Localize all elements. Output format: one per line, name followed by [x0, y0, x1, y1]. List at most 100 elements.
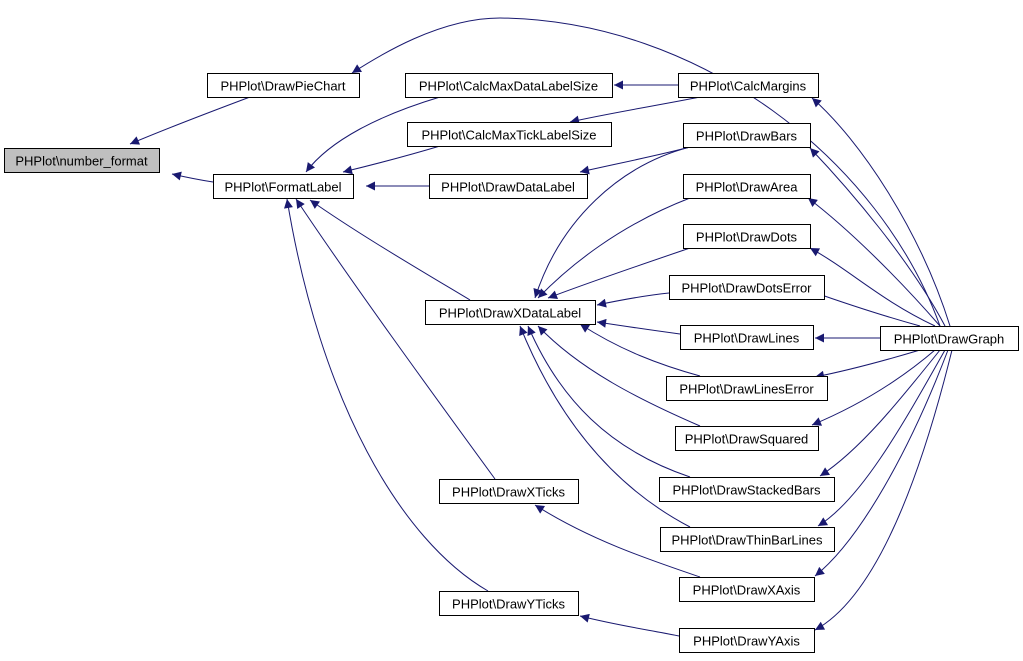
node-DrawSquared[interactable]: PHPlot\DrawSquared: [675, 426, 819, 451]
edge-DrawXDataLabel-to-FormatLabel: [309, 199, 471, 301]
node-label: PHPlot\FormatLabel: [224, 180, 341, 195]
node-box[interactable]: [213, 174, 354, 199]
node-box[interactable]: [679, 628, 815, 653]
node-DrawXDataLabel[interactable]: PHPlot\DrawXDataLabel: [425, 300, 596, 325]
edge-DrawBars-to-DrawXDataLabel: [533, 146, 691, 299]
node-DrawBars[interactable]: PHPlot\DrawBars: [683, 123, 811, 148]
edge-DrawGraph-to-DrawPieChart: [351, 17, 941, 327]
edge-DrawDotsError-to-DrawXDataLabel: [596, 292, 670, 308]
node-label: PHPlot\DrawDots: [696, 230, 798, 245]
node-box[interactable]: [207, 73, 360, 98]
edges: [129, 17, 953, 637]
node-box[interactable]: [880, 326, 1019, 351]
node-label: PHPlot\DrawGraph: [894, 332, 1005, 347]
edge-FormatLabel-to-number_format: [171, 171, 214, 183]
edge-DrawLines-to-DrawXDataLabel: [596, 318, 681, 335]
node-label: PHPlot\DrawXAxis: [693, 583, 801, 598]
edge-DrawDots-to-DrawXDataLabel: [547, 247, 691, 300]
node-DrawArea[interactable]: PHPlot\DrawArea: [683, 174, 811, 199]
node-DrawXAxis[interactable]: PHPlot\DrawXAxis: [679, 577, 815, 602]
edge-DrawArea-to-DrawXDataLabel: [537, 197, 691, 299]
nodes: PHPlot\number_formatPHPlot\DrawPieChartP…: [4, 73, 1019, 653]
node-DrawGraph[interactable]: PHPlot\DrawGraph: [880, 326, 1019, 351]
edge-DrawXAxis-to-DrawXTicks: [534, 504, 701, 578]
edge-DrawGraph-to-CalcMargins: [811, 97, 951, 327]
node-DrawThinBarLines[interactable]: PHPlot\DrawThinBarLines: [660, 527, 835, 552]
node-CalcMaxTickLabelSize[interactable]: PHPlot\CalcMaxTickLabelSize: [407, 122, 612, 147]
node-box[interactable]: [429, 174, 588, 199]
edge-DrawXTicks-to-FormatLabel: [295, 198, 496, 480]
node-label: PHPlot\DrawDotsError: [681, 281, 812, 296]
edge-DrawGraph-to-DrawYAxis: [814, 349, 953, 631]
node-DrawLinesError[interactable]: PHPlot\DrawLinesError: [666, 376, 828, 401]
edge-DrawLinesError-to-DrawXDataLabel: [579, 323, 701, 377]
node-DrawDotsError[interactable]: PHPlot\DrawDotsError: [669, 275, 825, 300]
node-box[interactable]: [425, 300, 596, 325]
node-box[interactable]: [439, 479, 579, 504]
node-CalcMargins[interactable]: PHPlot\CalcMargins: [678, 73, 819, 98]
node-box[interactable]: [660, 527, 835, 552]
node-box[interactable]: [659, 477, 835, 502]
edge-DrawGraph-to-DrawStackedBars: [819, 349, 941, 477]
node-DrawYAxis[interactable]: PHPlot\DrawYAxis: [679, 628, 815, 653]
edge-DrawYAxis-to-DrawYTicks: [579, 613, 680, 637]
edge-DrawYTicks-to-FormatLabel: [284, 198, 489, 592]
node-box[interactable]: [678, 73, 819, 98]
node-DrawDataLabel[interactable]: PHPlot\DrawDataLabel: [429, 174, 588, 199]
node-DrawStackedBars[interactable]: PHPlot\DrawStackedBars: [659, 477, 835, 502]
edge-CalcMaxDataLabelSize-to-FormatLabel: [305, 96, 441, 173]
node-label: PHPlot\CalcMaxTickLabelSize: [421, 128, 596, 143]
node-label: PHPlot\DrawXDataLabel: [439, 306, 581, 321]
node-box[interactable]: [405, 73, 613, 98]
node-DrawXTicks[interactable]: PHPlot\DrawXTicks: [439, 479, 579, 504]
edge-DrawPieChart-to-number_format: [129, 96, 251, 145]
node-DrawLines[interactable]: PHPlot\DrawLines: [680, 325, 814, 350]
node-FormatLabel[interactable]: PHPlot\FormatLabel: [213, 174, 354, 199]
node-box[interactable]: [407, 122, 612, 147]
node-box[interactable]: [675, 426, 819, 451]
node-label: PHPlot\DrawSquared: [685, 432, 809, 447]
edge-DrawGraph-to-DrawLinesError: [814, 349, 921, 380]
node-label: PHPlot\DrawPieChart: [221, 79, 346, 94]
node-label: PHPlot\CalcMaxDataLabelSize: [419, 79, 598, 94]
node-box[interactable]: [683, 224, 811, 249]
edge-DrawSquared-to-DrawXDataLabel: [537, 325, 701, 427]
node-CalcMaxDataLabelSize[interactable]: PHPlot\CalcMaxDataLabelSize: [405, 73, 613, 98]
node-label: PHPlot\DrawDataLabel: [441, 180, 575, 195]
node-label: PHPlot\DrawLines: [694, 331, 800, 346]
node-box[interactable]: [683, 174, 811, 199]
node-label: PHPlot\DrawArea: [696, 180, 799, 195]
edge-DrawGraph-to-DrawSquared: [811, 349, 936, 426]
edge-DrawGraph-to-DrawBars: [809, 147, 946, 327]
node-label: PHPlot\DrawXTicks: [452, 485, 565, 500]
edge-CalcMargins-to-CalcMaxTickLabelSize: [569, 96, 701, 125]
node-box[interactable]: [4, 148, 160, 173]
node-DrawDots[interactable]: PHPlot\DrawDots: [683, 224, 811, 249]
node-label: PHPlot\DrawLinesError: [679, 382, 814, 397]
edge-DrawGraph-to-DrawThinBarLines: [817, 349, 946, 527]
node-DrawPieChart[interactable]: PHPlot\DrawPieChart: [207, 73, 360, 98]
node-DrawYTicks[interactable]: PHPlot\DrawYTicks: [439, 591, 579, 616]
node-number_format[interactable]: PHPlot\number_format: [4, 148, 160, 173]
node-label: PHPlot\DrawBars: [696, 129, 798, 144]
edge-DrawThinBarLines-to-DrawXDataLabel: [519, 325, 691, 528]
edge-DrawGraph-to-DrawXAxis: [814, 349, 949, 577]
node-label: PHPlot\number_format: [15, 154, 148, 169]
node-box[interactable]: [680, 325, 814, 350]
node-box[interactable]: [666, 376, 828, 401]
edge-DrawStackedBars-to-DrawXDataLabel: [527, 325, 691, 478]
node-label: PHPlot\DrawThinBarLines: [671, 533, 823, 548]
node-label: PHPlot\DrawStackedBars: [672, 483, 821, 498]
node-box[interactable]: [669, 275, 825, 300]
node-label: PHPlot\DrawYAxis: [693, 634, 800, 649]
node-label: PHPlot\DrawYTicks: [452, 597, 565, 612]
edge-DrawGraph-to-DrawArea: [807, 197, 941, 327]
edge-DrawBars-to-DrawDataLabel: [579, 146, 691, 175]
node-box[interactable]: [679, 577, 815, 602]
node-label: PHPlot\CalcMargins: [690, 79, 807, 94]
node-box[interactable]: [683, 123, 811, 148]
node-box[interactable]: [439, 591, 579, 616]
edge-CalcMaxTickLabelSize-to-FormatLabel: [342, 145, 441, 175]
edge-DrawGraph-to-DrawDots: [809, 247, 936, 327]
